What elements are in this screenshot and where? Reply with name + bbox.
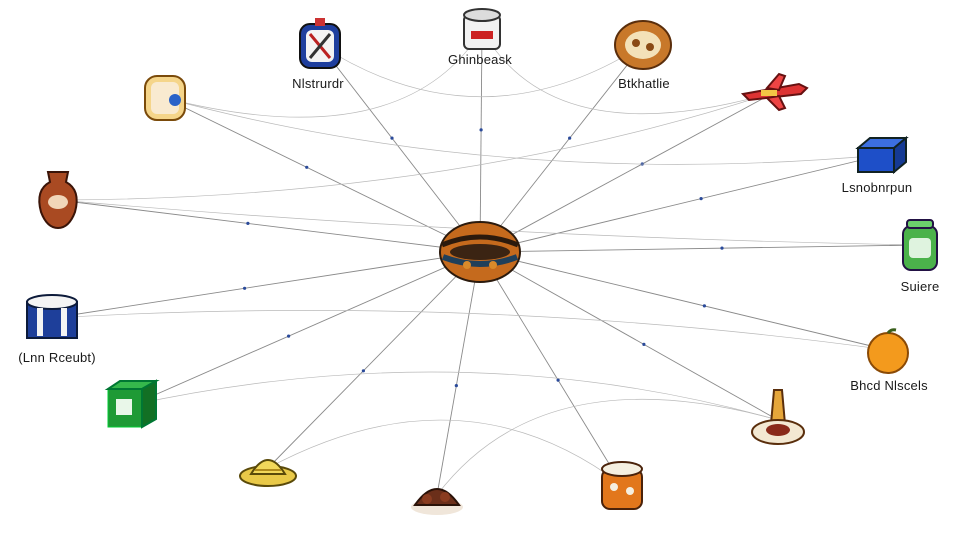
edge-marker (699, 197, 703, 201)
node-label-n3: Btkhatlie (618, 76, 670, 91)
edge-marker (243, 286, 247, 290)
edge-marker (454, 384, 458, 388)
cross-link (267, 419, 623, 486)
node-label-n13: (Lnn Rceubt) (18, 350, 96, 365)
edge-n4 (479, 91, 776, 253)
node-label-n2: Ghinbeask (448, 52, 512, 67)
edge-marker (390, 136, 394, 140)
edge-n12 (131, 251, 481, 406)
edge-n3 (479, 44, 644, 253)
orange-jar-icon[interactable] (596, 457, 648, 513)
central-orb-icon[interactable] (437, 219, 523, 285)
cross-link (319, 44, 644, 98)
green-canister-icon[interactable] (897, 216, 943, 274)
edge-n15 (164, 97, 481, 253)
edge-marker (361, 369, 365, 373)
node-label-n5: Lsnobnrpun (841, 180, 913, 195)
edge-marker (246, 221, 250, 225)
edge-marker (479, 128, 483, 132)
edge-marker (287, 334, 291, 338)
edge-n2 (479, 29, 483, 253)
round-box-icon[interactable] (612, 19, 674, 71)
pile-icon[interactable] (409, 473, 465, 517)
cross-link (436, 398, 779, 496)
edge-marker (702, 304, 707, 308)
edge-marker (720, 246, 724, 250)
paint-jar-icon[interactable] (459, 5, 505, 55)
edge-marker (642, 342, 646, 346)
bell-lamp-icon[interactable] (749, 384, 807, 456)
edge-marker (568, 136, 572, 140)
crossed-tools-badge-icon[interactable] (293, 16, 347, 74)
node-label-n1: Nlstrurdr (292, 76, 344, 91)
edge-n13 (51, 251, 481, 319)
blue-drum-icon[interactable] (23, 292, 81, 344)
node-label-n7: Bhcd Nlscels (850, 378, 928, 393)
edge-n9 (479, 251, 623, 486)
edge-n7 (479, 251, 889, 351)
edge-n6 (479, 244, 921, 253)
edge-marker (305, 165, 309, 169)
yellow-hat-icon[interactable] (237, 446, 299, 490)
cross-link (131, 371, 779, 421)
edge-n11 (267, 251, 481, 469)
edge-n1 (319, 44, 481, 253)
cross-link (51, 310, 889, 351)
edge-marker (556, 378, 560, 382)
cross-link (164, 97, 883, 165)
edge-n5 (479, 154, 883, 253)
green-crate-icon[interactable] (104, 377, 160, 433)
airplane-icon[interactable] (739, 70, 811, 114)
orange-fruit-icon[interactable] (863, 325, 913, 375)
cross-link (481, 29, 776, 115)
blue-box-icon[interactable] (854, 132, 910, 178)
cross-link (57, 91, 776, 201)
cross-link (164, 29, 483, 118)
scroll-jar-icon[interactable] (139, 70, 191, 126)
node-label-n6: Suiere (900, 279, 940, 294)
clay-vase-icon[interactable] (31, 168, 85, 232)
edge-n8 (479, 251, 779, 421)
edge-n10 (436, 251, 481, 496)
edge-n14 (57, 199, 481, 253)
